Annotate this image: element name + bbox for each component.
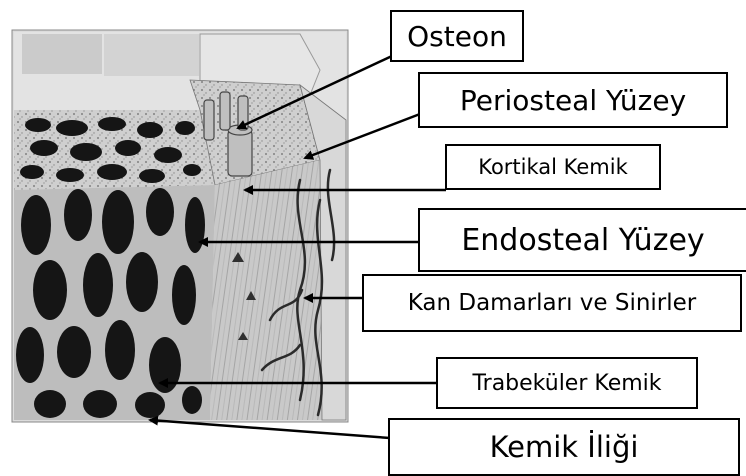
label-trabecular-bone: Trabeküler Kemik [436, 357, 698, 409]
label-periosteal-surface: Periosteal Yüzey [418, 72, 728, 128]
label-periosteal-text: Periosteal Yüzey [460, 84, 686, 117]
label-cortical-bone: Kortikal Kemik [445, 144, 661, 190]
label-endosteal-text: Endosteal Yüzey [461, 223, 704, 258]
label-osteon: Osteon [390, 10, 524, 62]
label-vessels-nerves: Kan Damarları ve Sinirler [362, 274, 742, 332]
label-trabecular-text: Trabeküler Kemik [472, 371, 661, 396]
label-cortical-text: Kortikal Kemik [478, 155, 628, 179]
label-endosteal-surface: Endosteal Yüzey [418, 208, 746, 272]
label-osteon-text: Osteon [407, 20, 507, 53]
arrow-periosteal [305, 114, 420, 158]
arrow-kemik-iligi [150, 420, 390, 438]
label-bone-marrow-text: Kemik İliği [490, 430, 639, 464]
label-vessels-nerves-text: Kan Damarları ve Sinirler [408, 290, 697, 316]
label-bone-marrow: Kemik İliği [388, 418, 740, 476]
arrow-osteon [238, 56, 392, 128]
